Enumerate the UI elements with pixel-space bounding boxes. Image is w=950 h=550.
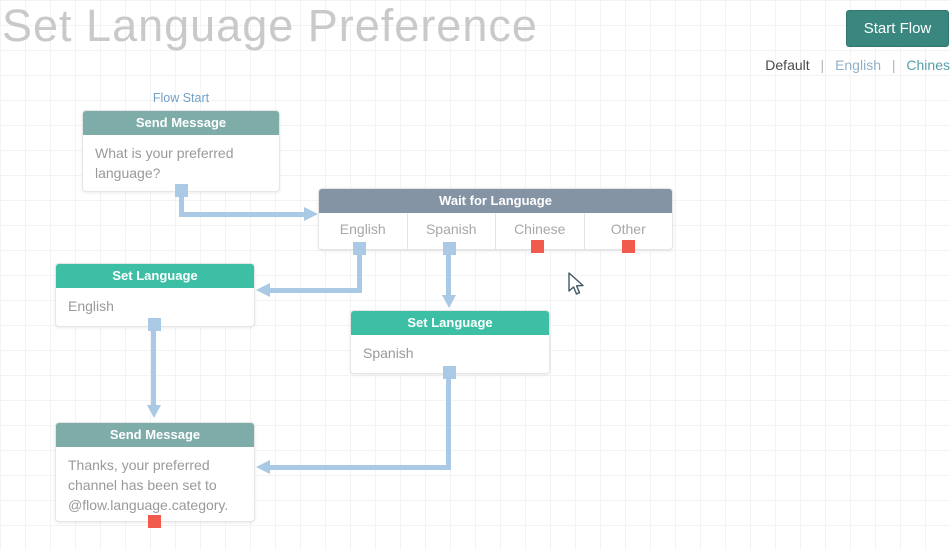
exit-handle-chinese-unconnected[interactable]: [531, 240, 544, 253]
connector-arrow-down-icon: [442, 295, 456, 308]
node-set-language-english-body[interactable]: English: [68, 298, 114, 314]
page-title: Set Language Preference: [2, 0, 538, 51]
node-send-message-1: Send Message What is your preferred lang…: [82, 110, 280, 192]
node-set-language-spanish: Set Language Spanish: [350, 310, 550, 374]
connector-arrow-right-icon: [304, 207, 318, 221]
connector-arrow-down-icon: [147, 405, 161, 418]
node-set-language-english: Set Language English: [55, 263, 255, 327]
node-send-message-1-header[interactable]: Send Message: [83, 111, 279, 135]
exit-handle-set-language-english[interactable]: [148, 318, 161, 331]
exit-handle-other-unconnected[interactable]: [622, 240, 635, 253]
node-set-language-spanish-header[interactable]: Set Language: [351, 311, 549, 335]
wait-category-row: English Spanish Chinese Other: [319, 213, 672, 249]
tab-separator: |: [820, 57, 825, 73]
connector-line: [151, 328, 156, 406]
connector-line: [179, 194, 184, 215]
connector-line: [446, 252, 451, 296]
connector-line: [270, 465, 451, 470]
connector-line: [357, 252, 362, 290]
tab-chinese[interactable]: Chines: [906, 57, 950, 73]
flow-start-label: Flow Start: [152, 91, 210, 105]
node-send-message-2: Send Message Thanks, your preferred chan…: [55, 422, 255, 522]
mouse-cursor-icon: [568, 272, 584, 295]
connector-arrow-left-icon: [256, 460, 270, 474]
connector-line: [179, 212, 305, 217]
connector-arrow-left-icon: [256, 283, 270, 297]
connector-line: [270, 288, 362, 293]
node-send-message-2-header[interactable]: Send Message: [56, 423, 254, 447]
category-chinese[interactable]: Chinese: [495, 213, 584, 249]
category-other[interactable]: Other: [583, 213, 673, 249]
exit-handle-send-message-1[interactable]: [175, 184, 188, 197]
tab-default[interactable]: Default: [765, 57, 810, 73]
node-wait-for-language-header[interactable]: Wait for Language: [319, 189, 672, 213]
node-wait-for-language: Wait for Language English Spanish Chines…: [318, 188, 673, 250]
exit-handle-spanish[interactable]: [443, 242, 456, 255]
category-english[interactable]: English: [339, 221, 386, 237]
category-spanish[interactable]: Spanish: [406, 213, 496, 249]
node-send-message-1-body[interactable]: What is your preferred language?: [95, 145, 234, 181]
tab-separator: |: [891, 57, 896, 73]
node-send-message-2-body[interactable]: Thanks, your preferred channel has been …: [68, 457, 229, 513]
node-set-language-spanish-body[interactable]: Spanish: [363, 345, 414, 361]
tab-english[interactable]: English: [835, 57, 881, 73]
node-set-language-english-header[interactable]: Set Language: [56, 264, 254, 288]
language-tabs: Default | English | Chines: [765, 57, 950, 73]
exit-handle-english[interactable]: [353, 242, 366, 255]
exit-handle-send-message-2-unconnected[interactable]: [148, 515, 161, 528]
connector-line: [446, 376, 451, 468]
start-flow-button[interactable]: Start Flow: [846, 10, 949, 47]
exit-handle-set-language-spanish[interactable]: [443, 366, 456, 379]
